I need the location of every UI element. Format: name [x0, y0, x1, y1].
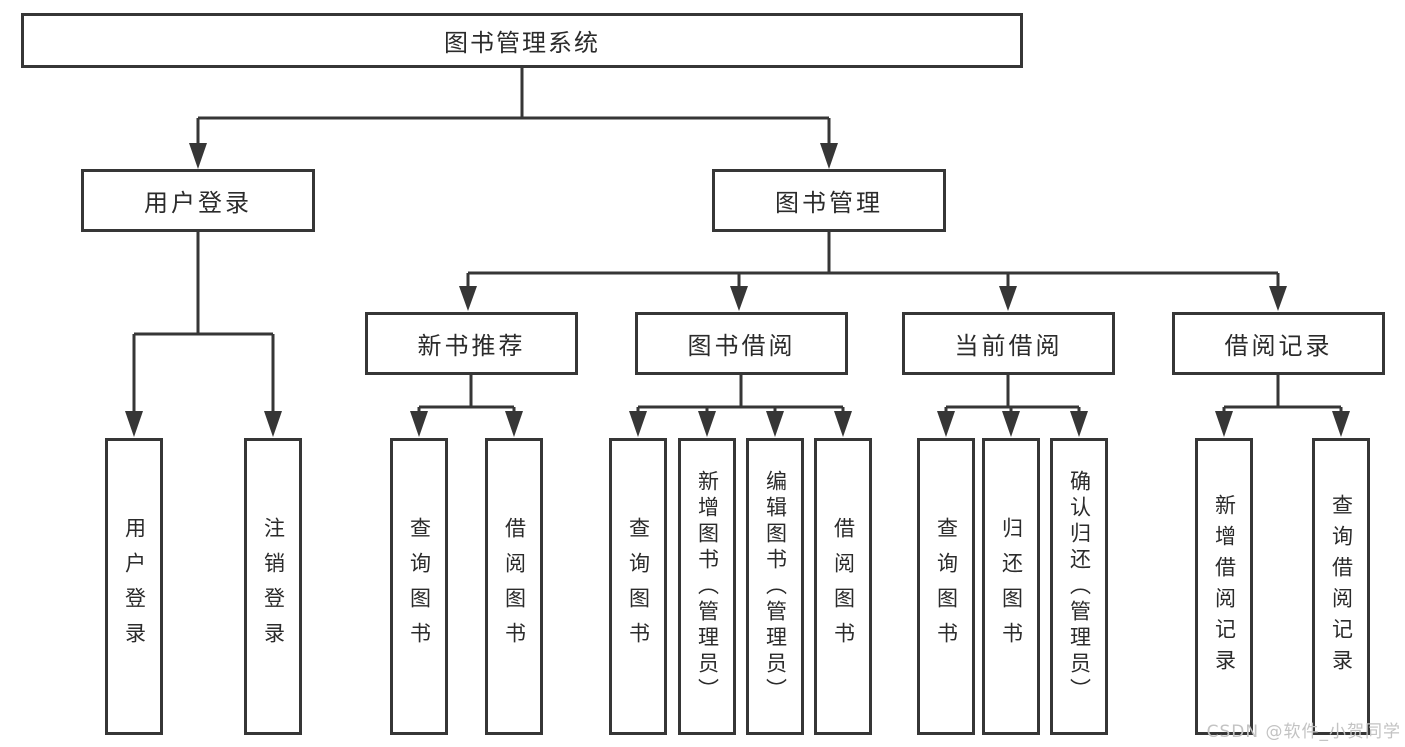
node-label: 归还图书 — [999, 516, 1024, 657]
node-label: 借阅图书 — [831, 516, 856, 657]
node-label: 查询图书 — [407, 516, 432, 657]
node-label: 查询图书 — [934, 516, 959, 657]
leaf-logout: 注销登录 — [244, 438, 302, 735]
node-label: 当前借阅 — [954, 332, 1063, 360]
leaf-borrow-books: 借阅图书 — [814, 438, 872, 735]
node-label: 新书推荐 — [417, 332, 526, 360]
leaf-confirm-return-admin: 确认归还（管理员） — [1050, 438, 1108, 735]
node-label: 借阅记录 — [1224, 332, 1333, 360]
node-label: 新增图书（管理员） — [695, 469, 720, 704]
node-label: 图书管理 — [775, 189, 883, 217]
node-label: 注销登录 — [261, 516, 286, 657]
leaf-borrow-books-recommend: 借阅图书 — [485, 438, 543, 735]
node-new-book-recommendation: 新书推荐 — [365, 312, 578, 375]
node-label: 确认归还（管理员） — [1067, 469, 1092, 704]
node-label: 用户登录 — [144, 189, 252, 217]
leaf-add-borrow-record: 新增借阅记录 — [1195, 438, 1253, 735]
node-label: 图书借阅 — [687, 332, 796, 360]
node-label: 新增借阅记录 — [1212, 493, 1237, 680]
node-label: 借阅图书 — [502, 516, 527, 657]
leaf-user-login: 用户登录 — [105, 438, 163, 735]
leaf-query-borrow-record: 查询借阅记录 — [1312, 438, 1370, 735]
node-label: 查询图书 — [626, 516, 651, 657]
leaf-query-books-borrow: 查询图书 — [609, 438, 667, 735]
leaf-query-books-current: 查询图书 — [917, 438, 975, 735]
node-user-login: 用户登录 — [81, 169, 315, 232]
node-current-borrowing: 当前借阅 — [902, 312, 1115, 375]
node-book-management: 图书管理 — [712, 169, 946, 232]
node-book-borrowing: 图书借阅 — [635, 312, 848, 375]
leaf-return-books: 归还图书 — [982, 438, 1040, 735]
leaf-query-books-recommend: 查询图书 — [390, 438, 448, 735]
node-library-management-system: 图书管理系统 — [21, 13, 1023, 68]
node-label: 查询借阅记录 — [1329, 493, 1354, 680]
node-borrowing-records: 借阅记录 — [1172, 312, 1385, 375]
node-label: 用户登录 — [122, 516, 147, 657]
node-label: 编辑图书（管理员） — [763, 469, 788, 704]
node-label: 图书管理系统 — [444, 29, 600, 57]
leaf-edit-books-admin: 编辑图书（管理员） — [746, 438, 804, 735]
leaf-add-books-admin: 新增图书（管理员） — [678, 438, 736, 735]
csdn-watermark: CSDN @软件_小贺同学 — [1206, 722, 1401, 742]
